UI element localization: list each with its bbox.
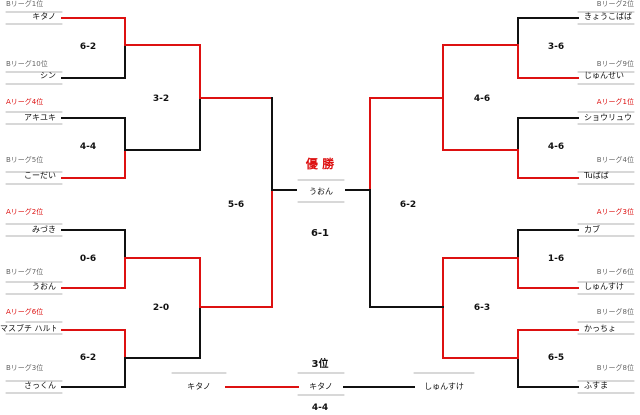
league-label: Aリーグ1位 bbox=[596, 98, 634, 106]
player-name: かっちょ bbox=[584, 324, 616, 333]
match-score: 6-2 bbox=[79, 353, 97, 363]
player-name: アキユキ bbox=[24, 113, 56, 122]
player-name: きょうこばば bbox=[584, 12, 632, 21]
player-name: しゅんすけ bbox=[584, 282, 624, 291]
player-name: ショウリュウ bbox=[584, 113, 632, 122]
match-score: 1-6 bbox=[547, 254, 565, 264]
league-label: Bリーグ3位 bbox=[6, 364, 44, 372]
third-place-title: 3位 bbox=[311, 359, 329, 370]
champion-title: 優 勝 bbox=[305, 157, 335, 171]
match-score: 0-6 bbox=[79, 254, 97, 264]
match-score: 6-3 bbox=[473, 303, 491, 313]
league-label: Bリーグ5位 bbox=[6, 156, 44, 164]
player-name: じゅんせい bbox=[584, 71, 624, 80]
league-label: Bリーグ4位 bbox=[596, 156, 634, 164]
league-label: Aリーグ3位 bbox=[596, 208, 634, 216]
match-score: 4-6 bbox=[547, 142, 565, 152]
player-name: みづき bbox=[32, 225, 56, 234]
champion-name: うおん bbox=[309, 187, 333, 196]
match-score: 6-2 bbox=[399, 200, 417, 210]
match-score: 4-6 bbox=[473, 94, 491, 104]
player-name: キタノ bbox=[32, 12, 56, 21]
player-name: さっくん bbox=[24, 381, 56, 390]
league-label: Bリーグ10位 bbox=[6, 60, 48, 68]
player-name: シン bbox=[40, 71, 56, 80]
match-score: 6-2 bbox=[79, 42, 97, 52]
player-name: Tuばば bbox=[584, 171, 609, 180]
league-label: Bリーグ1位 bbox=[6, 0, 44, 8]
match-score: 5-6 bbox=[227, 200, 245, 210]
match-score: 3-6 bbox=[547, 42, 565, 52]
league-label: Bリーグ9位 bbox=[596, 60, 634, 68]
league-label: Bリーグ8位 bbox=[596, 364, 634, 372]
match-score: 6-5 bbox=[547, 353, 565, 363]
match-score: 2-0 bbox=[152, 303, 170, 313]
third-place-left-name: キタノ bbox=[187, 382, 211, 391]
league-label: Bリーグ8位 bbox=[596, 308, 634, 316]
league-label: Bリーグ6位 bbox=[596, 268, 634, 276]
player-name: ふすま bbox=[584, 381, 608, 390]
final-score: 6-1 bbox=[310, 228, 330, 239]
player-name: カブ bbox=[584, 225, 600, 234]
third-place-score: 4-4 bbox=[311, 403, 329, 413]
third-place-right-name: しゅんすけ bbox=[424, 382, 464, 391]
league-label: Aリーグ6位 bbox=[6, 308, 44, 316]
league-label: Bリーグ7位 bbox=[6, 268, 44, 276]
league-label: Bリーグ2位 bbox=[596, 0, 634, 8]
third-place-center-name: キタノ bbox=[309, 382, 333, 391]
match-score: 3-2 bbox=[152, 94, 170, 104]
player-name: マスブチ ハルト bbox=[0, 324, 56, 333]
league-label: Aリーグ4位 bbox=[6, 98, 44, 106]
player-name: うおん bbox=[32, 282, 56, 291]
league-label: Aリーグ2位 bbox=[6, 208, 44, 216]
player-name: こーだい bbox=[24, 171, 56, 180]
match-score: 4-4 bbox=[79, 142, 97, 152]
